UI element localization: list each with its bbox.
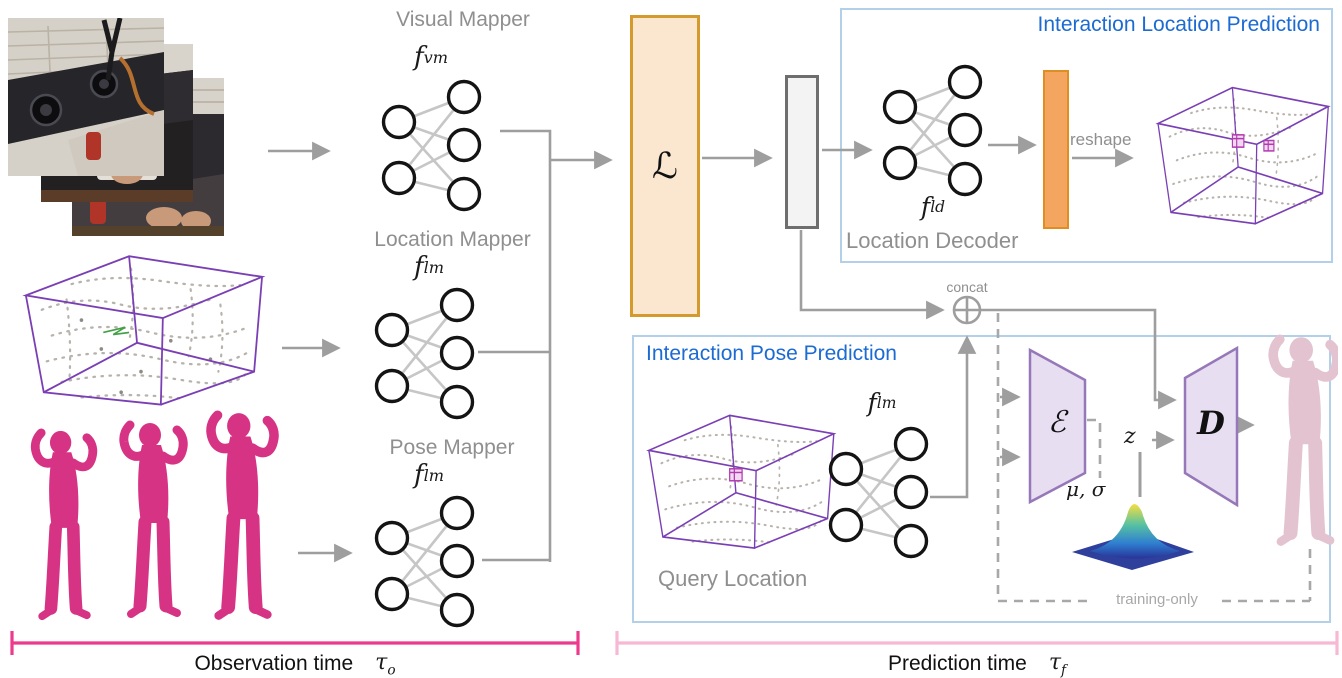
- feature-vector-block: [785, 75, 819, 229]
- location-mapper-title: Location Mapper: [374, 228, 531, 251]
- predicted-pose: [1252, 330, 1338, 558]
- location-logits-block: [1043, 70, 1069, 229]
- concat-label: concat: [946, 279, 988, 295]
- location-decoder-network: [882, 64, 983, 197]
- mu-sigma-label: μ, σ: [1066, 477, 1106, 501]
- visual-mapper-title: Visual Mapper: [396, 8, 530, 31]
- decoder-symbol: D: [1197, 404, 1225, 442]
- scene-point-cloud-query: [646, 414, 837, 549]
- observation-time-label: Observation time τo: [194, 650, 396, 678]
- visual-mapper-network: [381, 79, 482, 212]
- predicted-location-boxes: [1231, 134, 1275, 152]
- photo-stack: [8, 18, 224, 236]
- query-location-label: Query Location: [658, 566, 808, 591]
- query-mapper-network: [828, 426, 929, 559]
- encoder-symbol: ℰ: [1047, 405, 1067, 440]
- encoder-trapezoid: [1028, 347, 1087, 505]
- prediction-bracket: [615, 631, 1339, 655]
- gaussian-distribution: [1072, 504, 1194, 570]
- training-only-label: training-only: [1116, 591, 1198, 608]
- photo-frame-1: [8, 18, 165, 176]
- query-location-box: [729, 468, 743, 482]
- pose-prediction-title: Interaction Pose Prediction: [646, 342, 897, 365]
- latent-symbol: ℒ: [652, 145, 678, 187]
- concat-node: [952, 295, 982, 325]
- interaction-pose-prediction-box: [632, 335, 1331, 623]
- interaction-location-prediction-box: [840, 8, 1333, 263]
- pose-mapper-title: Pose Mapper: [389, 436, 515, 459]
- prediction-time-label: Prediction time τf: [887, 650, 1067, 678]
- z-label: z: [1124, 424, 1136, 449]
- scene-point-cloud-predicted: [1155, 86, 1331, 225]
- observed-pose-sequence: [14, 408, 294, 638]
- location-prediction-title: Interaction Location Prediction: [1037, 13, 1320, 36]
- reshape-label: reshape: [1070, 130, 1132, 149]
- observation-bracket: [10, 631, 580, 655]
- scene-point-cloud-input: [22, 255, 266, 406]
- decoder-trapezoid: [1183, 345, 1239, 508]
- pose-mapper-network: [374, 495, 475, 628]
- latent-feature-block: ℒ: [630, 15, 700, 317]
- location-decoder-label: Location Decoder: [846, 228, 1019, 253]
- location-mapper-network: [374, 287, 475, 420]
